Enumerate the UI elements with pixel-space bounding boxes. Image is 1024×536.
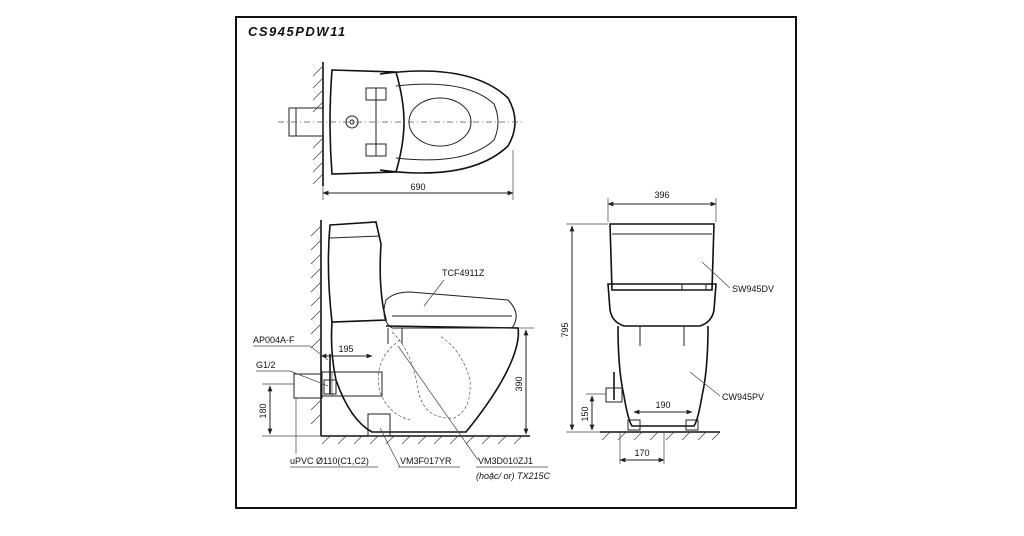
dim-drain-offset: 195 bbox=[338, 344, 353, 354]
drawing-frame bbox=[235, 16, 797, 509]
top-view: 690 bbox=[278, 62, 522, 200]
front-view: 396 795 150 190 170 SW945DV CW945PV bbox=[560, 190, 774, 464]
side-view: 195 390 180 bbox=[258, 220, 534, 445]
label-fixing-kit: VM3D010ZJ1 bbox=[478, 456, 533, 466]
label-alt: (hoặc/ or) TX215C bbox=[476, 471, 551, 481]
label-bowl: CW945PV bbox=[722, 392, 764, 402]
side-labels: TCF4911Z AP004A-F G1/2 uPVC Ø110(C1,C2) … bbox=[253, 268, 551, 481]
label-tank: SW945DV bbox=[732, 284, 774, 294]
label-valve: AP004A-F bbox=[253, 335, 295, 345]
label-flange: VM3F017YR bbox=[400, 456, 452, 466]
dim-inlet-height: 180 bbox=[258, 403, 268, 418]
label-thread: G1/2 bbox=[256, 360, 276, 370]
dim-height: 795 bbox=[560, 322, 570, 337]
label-pipe: uPVC Ø110(C1,C2) bbox=[290, 456, 369, 466]
dim-front-width: 396 bbox=[654, 190, 669, 200]
dim-feet-spacing: 190 bbox=[655, 400, 670, 410]
model-title: CS945PDW11 bbox=[248, 24, 347, 39]
label-seat: TCF4911Z bbox=[442, 268, 485, 278]
dim-base-width: 170 bbox=[634, 448, 649, 458]
dim-front-height: 150 bbox=[580, 406, 590, 421]
dim-drain-height: 390 bbox=[514, 376, 524, 391]
dim-top-length: 690 bbox=[410, 182, 425, 192]
